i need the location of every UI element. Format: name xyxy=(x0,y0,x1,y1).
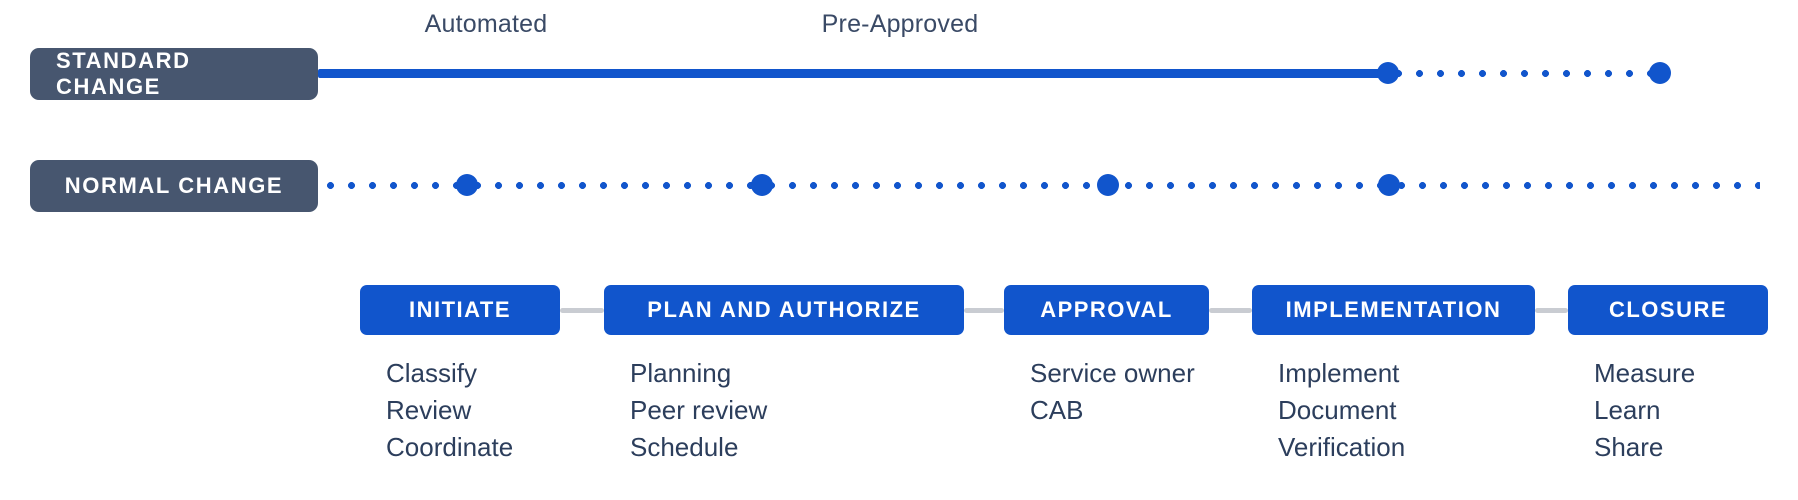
detail-item: Schedule xyxy=(630,432,739,462)
standard-change-node-2 xyxy=(1649,62,1671,84)
normal-change-node-1 xyxy=(456,174,478,196)
detail-item: Share xyxy=(1594,432,1664,462)
phase-pill-initiate[interactable]: INITIATE xyxy=(360,285,560,335)
caption-pre-approved: Pre-Approved xyxy=(821,10,979,38)
phase-pill-plan-and-authorize[interactable]: PLAN AND AUTHORIZE xyxy=(604,285,964,335)
normal-change-node-2 xyxy=(751,174,773,196)
detail-item: Classify xyxy=(386,358,478,388)
detail-item: Peer review xyxy=(630,395,768,425)
detail-item: Review xyxy=(386,395,472,425)
phase-details-closure: Measure Learn Share xyxy=(1594,355,1695,466)
phase-connector-1 xyxy=(560,308,604,313)
standard-change-node-1 xyxy=(1377,62,1399,84)
normal-change-node-4 xyxy=(1378,174,1400,196)
detail-item: Planning xyxy=(630,358,732,388)
normal-change-dotted-line xyxy=(320,182,1760,189)
standard-change-track-row: STANDARD CHANGE Automated Pre-Approved xyxy=(0,10,1798,104)
detail-item: Learn xyxy=(1594,395,1661,425)
normal-change-track-row: NORMAL CHANGE xyxy=(0,160,1798,216)
phase-row: INITIATE PLAN AND AUTHORIZE APPROVAL IMP… xyxy=(0,285,1798,337)
detail-item: CAB xyxy=(1030,395,1084,425)
phase-connector-4 xyxy=(1535,308,1568,313)
detail-item: Document xyxy=(1278,395,1397,425)
phase-connector-3 xyxy=(1209,308,1252,313)
standard-change-badge: STANDARD CHANGE xyxy=(30,48,318,100)
phase-pill-approval[interactable]: APPROVAL xyxy=(1004,285,1209,335)
caption-automated: Automated xyxy=(424,10,548,38)
detail-item: Coordinate xyxy=(386,432,514,462)
phase-details-plan-and-authorize: Planning Peer review Schedule xyxy=(630,355,767,466)
phase-details-implementation: Implement Document Verification xyxy=(1278,355,1405,466)
detail-item: Measure xyxy=(1594,358,1696,388)
normal-change-node-3 xyxy=(1097,174,1119,196)
phase-pill-closure[interactable]: CLOSURE xyxy=(1568,285,1768,335)
phase-details-initiate: Classify Review Coordinate xyxy=(386,355,513,466)
phase-connector-2 xyxy=(964,308,1004,313)
detail-item: Implement xyxy=(1278,358,1400,388)
normal-change-badge: NORMAL CHANGE xyxy=(30,160,318,212)
detail-item: Verification xyxy=(1278,432,1406,462)
phase-details-approval: Service owner CAB xyxy=(1030,355,1195,429)
detail-item: Service owner xyxy=(1030,358,1195,388)
standard-change-solid-line xyxy=(318,69,1388,78)
standard-change-dotted-line xyxy=(1388,70,1662,77)
phase-pill-implementation[interactable]: IMPLEMENTATION xyxy=(1252,285,1535,335)
